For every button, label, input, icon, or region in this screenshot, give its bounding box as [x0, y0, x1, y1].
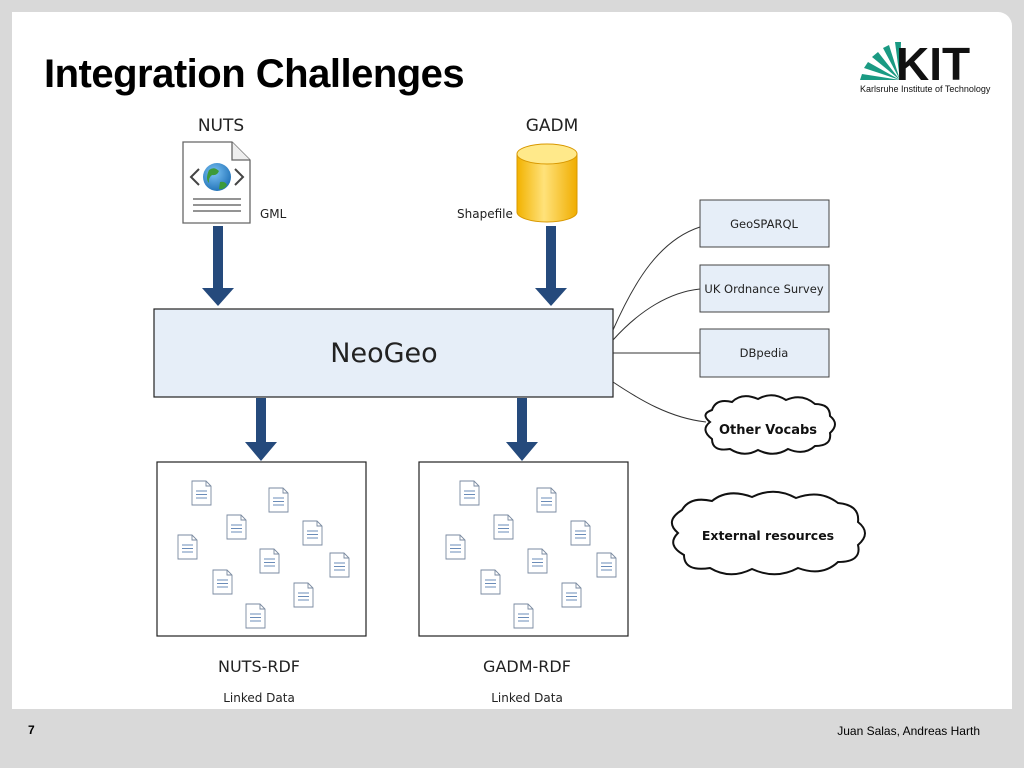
format-label-shapefile: Shapefile — [457, 207, 513, 221]
arrow-neogeo-to-nuts-rdf — [245, 398, 277, 461]
nuts-xml-document-icon — [182, 141, 251, 224]
cloud-label-external-resources: External resources — [702, 528, 834, 543]
arrow-neogeo-to-gadm-rdf — [506, 398, 538, 461]
vocab-label-uk-ordnance-survey: UK Ordnance Survey — [704, 282, 823, 296]
kit-logo-rays — [860, 42, 901, 80]
cloud-label-other-vocabs: Other Vocabs — [719, 423, 817, 438]
neogeo-label: NeoGeo — [330, 338, 437, 369]
neogeo-box — [153, 308, 614, 398]
output-subtitle-nuts-rdf: Linked Data — [223, 691, 295, 705]
page-number: 7 — [28, 723, 35, 737]
vocab-label-geosparql: GeoSPARQL — [730, 217, 798, 231]
authors-footer: Juan Salas, Andreas Harth — [837, 724, 980, 738]
output-label-nuts-rdf: NUTS-RDF — [218, 657, 300, 676]
kit-logo-subtitle: Karlsruhe Institute of Technology — [860, 84, 991, 94]
vocab-box-geosparql — [699, 199, 830, 248]
cloud-other-vocabs — [704, 394, 836, 455]
output-label-gadm-rdf: GADM-RDF — [483, 657, 571, 676]
vocab-connectors — [612, 226, 707, 423]
cloud-external-resources — [671, 490, 866, 576]
slide-title: Integration Challenges — [44, 52, 465, 96]
arrow-gadm-to-neogeo — [535, 226, 567, 306]
source-label-nuts: NUTS — [198, 116, 244, 136]
vocab-label-dbpedia: DBpedia — [740, 346, 789, 360]
format-label-gml: GML — [260, 207, 287, 221]
output-subtitle-gadm-rdf: Linked Data — [491, 691, 563, 705]
source-label-gadm: GADM — [526, 116, 579, 136]
kit-logo-text: KIT — [896, 38, 970, 90]
gadm-database-cylinder-icon — [516, 143, 578, 223]
arrow-nuts-to-neogeo — [202, 226, 234, 306]
vocab-box-dbpedia — [699, 328, 830, 378]
kit-logo: KIT — [860, 38, 970, 90]
vocab-box-uk-ordnance-survey — [699, 264, 830, 313]
